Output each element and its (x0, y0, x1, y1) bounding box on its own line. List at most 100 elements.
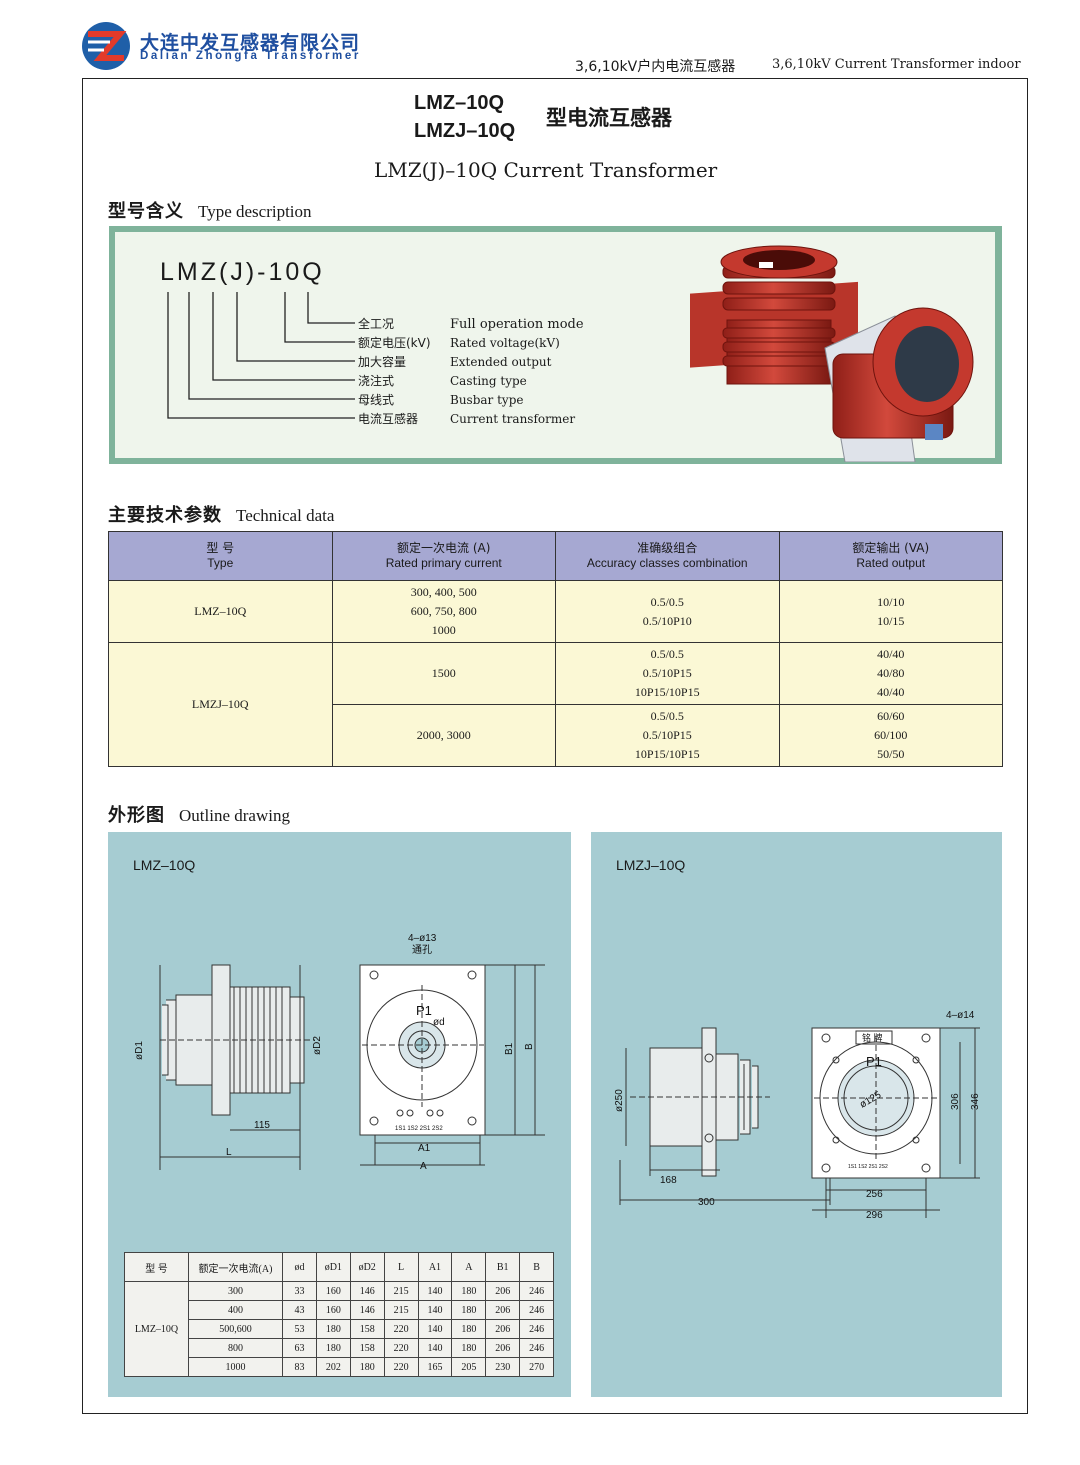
header-right-en: 3,6,10kV Current Transformer indoor (772, 57, 1021, 72)
title-model-1: LMZ–10Q (414, 92, 505, 114)
tech-header-output: 额定输出 (VA)Rated output (778, 531, 1003, 581)
type-item-en: Busbar type (450, 393, 524, 407)
dim-cell: 400 (188, 1300, 283, 1320)
dim-cell: 43 (282, 1300, 317, 1320)
dim-cell: 230 (485, 1357, 521, 1377)
dim-header: B (519, 1252, 554, 1282)
dim-header: L (383, 1252, 419, 1282)
dim-cell: 165 (417, 1357, 453, 1377)
dim-cell: 206 (485, 1319, 521, 1339)
page-frame (82, 78, 1028, 1414)
type-item-cn: 全工况 (358, 317, 395, 331)
dim-cell: 270 (519, 1357, 554, 1377)
dimension-table: 型 号 额定一次电流(A) ød øD1 øD2 L A1 A B1 B LMZ… (124, 1252, 554, 1377)
type-item-en: Extended output (450, 355, 552, 369)
type-item-cn: 浇注式 (358, 374, 395, 388)
svg-text:4–ø14: 4–ø14 (946, 1010, 975, 1021)
type-item-en: Rated voltage(kV) (450, 336, 560, 350)
dim-cell: 206 (485, 1281, 521, 1301)
dim-cell: 160 (315, 1281, 351, 1301)
svg-text:A1: A1 (418, 1143, 431, 1154)
svg-text:B1: B1 (504, 1042, 515, 1055)
dim-cell: 202 (315, 1357, 351, 1377)
dim-header: øD1 (315, 1252, 351, 1282)
svg-text:øD2: øD2 (312, 1036, 323, 1055)
tech-cell: LMZ–10Q (108, 580, 333, 643)
tech-cell: 1500 (331, 642, 556, 705)
dim-cell: 83 (282, 1357, 317, 1377)
svg-text:296: 296 (866, 1210, 883, 1221)
svg-text:306: 306 (950, 1093, 961, 1110)
dim-cell: 180 (315, 1319, 351, 1339)
dim-cell: 180 (451, 1319, 487, 1339)
dim-cell: 180 (315, 1338, 351, 1358)
dim-header: øD2 (349, 1252, 385, 1282)
type-item-en: Current transformer (450, 412, 576, 426)
dim-cell: 220 (383, 1338, 419, 1358)
dim-cell: 180 (451, 1300, 487, 1320)
title-model-2: LMZJ–10Q (414, 120, 516, 142)
type-code-leader-lines (167, 292, 355, 419)
title-suffix: 型电流互感器 (546, 106, 672, 130)
svg-text:300: 300 (698, 1197, 715, 1208)
svg-text:通孔: 通孔 (412, 944, 432, 956)
type-item-cn: 电流互感器 (358, 412, 419, 426)
dim-header: B1 (485, 1252, 521, 1282)
dim-cell: 53 (282, 1319, 317, 1339)
dim-model-cell: LMZ–10Q (124, 1281, 189, 1377)
type-item-en: Casting type (450, 374, 527, 388)
dim-header: ød (282, 1252, 317, 1282)
company-name-en: Dalian Zhongfa Transformer (140, 50, 361, 62)
svg-text:1S1 1S2 2S1 2S2: 1S1 1S2 2S1 2S2 (848, 1164, 888, 1170)
dim-cell: 63 (282, 1338, 317, 1358)
svg-text:P1: P1 (416, 1003, 432, 1018)
dim-cell: 140 (417, 1281, 453, 1301)
svg-text:øD1: øD1 (134, 1041, 145, 1060)
svg-text:ø250: ø250 (614, 1089, 625, 1112)
outline-right-label: LMZJ–10Q (616, 857, 686, 873)
dim-cell: 246 (519, 1319, 554, 1339)
type-item-cn: 加大容量 (358, 355, 407, 369)
type-items-en: Full operation mode Rated voltage(kV) Ex… (450, 315, 584, 429)
lmzj-drawing: 4–ø14 铭 牌 P1 ø125 1S1 1S2 2S1 2S2 168 30… (614, 1010, 981, 1221)
dim-cell: 180 (451, 1281, 487, 1301)
dim-cell: 205 (451, 1357, 487, 1377)
lmz-side-view-drawing: 4–ø13 通孔 P1 ød 115 L A1 A 1S1 1S2 2S1 2S… (134, 933, 545, 1170)
dim-header: A1 (417, 1252, 453, 1282)
company-name-cn: 大连中发互感器有限公司 (140, 32, 361, 54)
dim-cell: 180 (349, 1357, 385, 1377)
dim-header: 型 号 (124, 1252, 189, 1282)
svg-text:168: 168 (660, 1175, 677, 1186)
svg-text:115: 115 (254, 1120, 270, 1131)
dim-cell: 206 (485, 1300, 521, 1320)
dim-cell: 140 (417, 1300, 453, 1320)
dim-cell: 140 (417, 1319, 453, 1339)
dim-cell: 800 (188, 1338, 283, 1358)
dim-cell: 220 (383, 1319, 419, 1339)
dim-cell: 215 (383, 1300, 419, 1320)
svg-text:ød: ød (433, 1017, 445, 1028)
title-en: LMZ(J)–10Q Current Transformer (374, 158, 718, 182)
dim-cell: 180 (451, 1338, 487, 1358)
dim-cell: 246 (519, 1281, 554, 1301)
company-logo (80, 20, 132, 72)
svg-text:铭 牌: 铭 牌 (862, 1032, 883, 1043)
tech-header-current: 额定一次电流 (A)Rated primary current (331, 531, 556, 581)
dim-cell: 158 (349, 1338, 385, 1358)
dim-cell: 215 (383, 1281, 419, 1301)
dim-cell: 33 (282, 1281, 317, 1301)
product-photo (690, 245, 974, 462)
type-items-cn: 全工况 额定电压(kV) 加大容量 浇注式 母线式 电流互感器 (358, 315, 431, 429)
